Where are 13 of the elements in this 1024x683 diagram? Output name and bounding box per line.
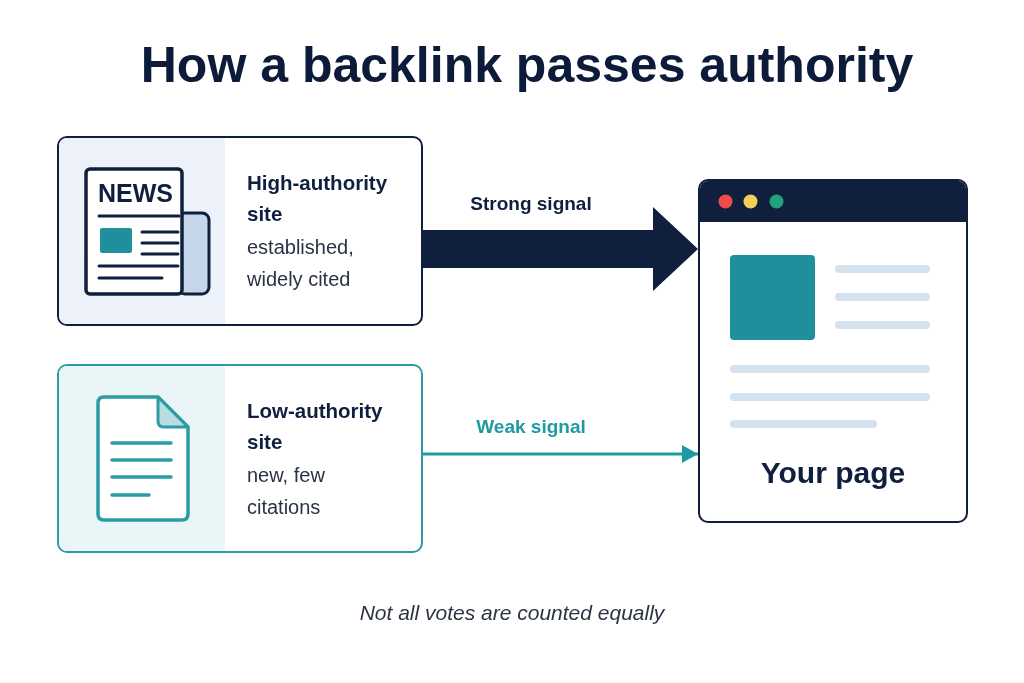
caption: Not all votes are counted equally bbox=[358, 600, 666, 626]
source-card bbox=[57, 364, 423, 553]
site-title: Low-authority site bbox=[247, 397, 384, 455]
site-description: established, widely cited bbox=[247, 235, 355, 292]
newspaper-heading: NEWS bbox=[98, 178, 173, 207]
browser-window bbox=[698, 179, 968, 523]
source-card bbox=[57, 136, 423, 326]
title: How a backlink passes authority bbox=[139, 36, 915, 94]
site-title: High-authority site bbox=[247, 170, 389, 227]
arrow bbox=[423, 445, 698, 463]
block-arrow bbox=[423, 207, 698, 291]
page-title: Your page bbox=[759, 455, 907, 491]
site-description: new, few citations bbox=[247, 462, 326, 520]
